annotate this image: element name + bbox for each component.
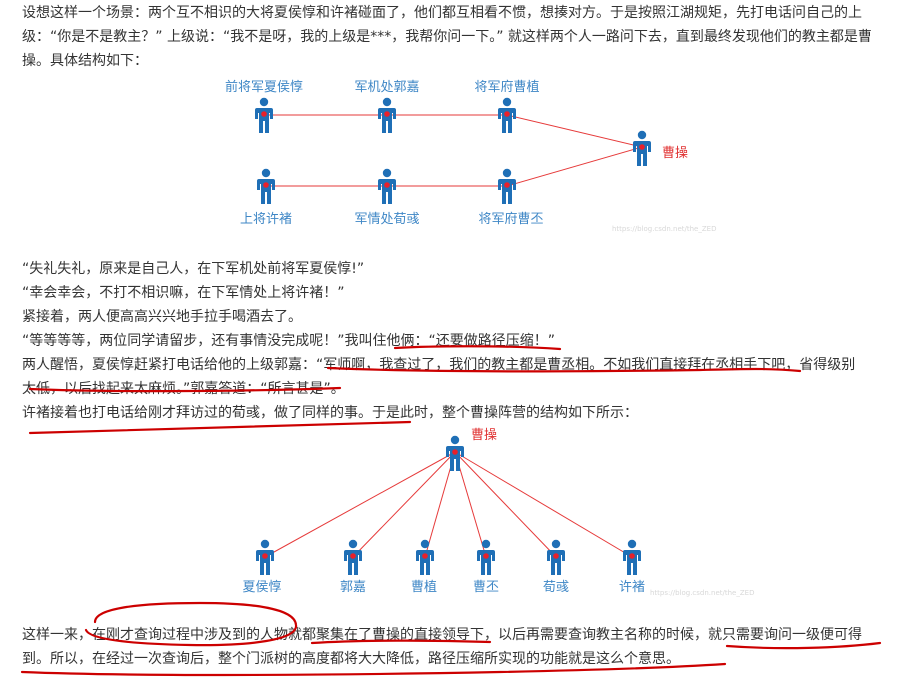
person-body — [416, 550, 434, 575]
edge-caopi-caocao — [506, 146, 643, 187]
person-head — [261, 168, 271, 178]
person-heart — [504, 182, 510, 188]
label-xuchu: 许褚 — [619, 580, 645, 595]
person-guojia-icon — [344, 539, 362, 575]
label-xunyu: 军情处荀彧 — [354, 212, 419, 227]
label-caocao-root: 曹操 — [471, 427, 497, 443]
person-head — [481, 539, 491, 549]
dialog-line-1: “失礼失礼，原来是自己人，在下军机处前将军夏侯惇!” — [22, 261, 365, 277]
person-caocao-icon — [633, 130, 651, 166]
person-body — [498, 108, 516, 133]
label-guojia: 郭嘉 — [340, 579, 366, 595]
dialog-line-5: 两人醒悟，夏侯惇赶紧打电话给他的上级郭嘉：“军师啊，我查过了，我们的教主都是曹丞… — [22, 357, 856, 373]
label-caopi: 将军府曹丕 — [478, 212, 543, 227]
dialog-line-3: 紧接着，两人便高高兴兴地手拉手喝酒去了。 — [22, 309, 302, 325]
dialog-line-7: 许褚接着也打电话给刚才拜访过的荀彧，做了同样的事。于是此时，整个曹操阵营的结构如… — [22, 405, 638, 421]
person-heart — [452, 449, 458, 455]
person-caopi-icon — [498, 168, 516, 204]
watermark: https://blog.csdn.net/the_ZED — [650, 589, 754, 597]
label-caocao: 曹操 — [662, 145, 688, 161]
person-body — [547, 550, 565, 575]
person-heart — [629, 553, 635, 559]
person-body — [378, 179, 396, 204]
person-head — [382, 97, 392, 107]
person-heart — [262, 553, 268, 559]
person-guojia-icon — [378, 97, 396, 133]
person-caozhi-icon — [498, 97, 516, 133]
diagram-original-structure: 前将军夏侯惇 军机处郭嘉 将军府曹植 上将许褚 军情处荀彧 将军府曹丕 曹操 h… — [225, 79, 716, 233]
edge-caocao-xuchu — [454, 451, 633, 558]
person-body — [378, 108, 396, 133]
person-body — [446, 446, 464, 471]
person-heart — [384, 111, 390, 117]
person-body — [255, 108, 273, 133]
person-heart — [263, 182, 269, 188]
person-heart — [422, 553, 428, 559]
person-head — [420, 539, 430, 549]
label-caopi: 曹丕 — [473, 580, 499, 595]
person-xunyu-icon — [547, 539, 565, 575]
dialog-line-2: “幸会幸会，不打不相识嘛，在下军情处上将许褚！” — [22, 285, 345, 301]
edge-caozhi-caocao — [506, 114, 643, 148]
person-xuchu-icon — [257, 168, 275, 204]
person-head — [502, 168, 512, 178]
conclusion-line-2: 到。所以，在经过一次查询后，整个门派树的高度都将大大降低，路径压缩所实现的功能就… — [22, 651, 680, 667]
dialog-line-4: “等等等等，两位同学请留步，还有事情没完成呢！”我叫住他俩：“还要做路径压缩！” — [22, 333, 556, 349]
person-heart — [384, 182, 390, 188]
label-guojia: 军机处郭嘉 — [354, 79, 419, 95]
person-body — [633, 141, 651, 166]
person-head — [637, 130, 647, 140]
label-xuchu: 上将许褚 — [240, 212, 292, 227]
dialog-line-6: 太低，以后找起来太麻烦。”郭嘉答道：“所言甚是”。 — [22, 381, 345, 397]
person-head — [382, 168, 392, 178]
person-head — [551, 539, 561, 549]
person-xuchu-icon — [623, 539, 641, 575]
watermark: https://blog.csdn.net/the_ZED — [612, 225, 716, 233]
edge-caocao-guojia — [352, 451, 456, 558]
person-heart — [350, 553, 356, 559]
person-xiahoudun-icon — [256, 539, 274, 575]
edge-caocao-caopi — [454, 451, 487, 558]
person-head — [348, 539, 358, 549]
label-caozhi: 将军府曹植 — [474, 80, 539, 95]
person-heart — [261, 111, 267, 117]
label-xiahoudun: 前将军夏侯惇 — [225, 79, 303, 95]
diagram-compressed-structure: 曹操 夏侯惇 郭嘉 曹植 曹丕 荀彧 许褚 https://blog.csdn.… — [242, 427, 754, 597]
person-head — [260, 539, 270, 549]
label-xiahoudun: 夏侯惇 — [242, 579, 281, 595]
edge-caocao-xiahoudun — [264, 451, 456, 558]
person-xunyu-icon — [378, 168, 396, 204]
person-body — [498, 179, 516, 204]
person-caocao-root-icon — [446, 435, 464, 471]
person-body — [257, 179, 275, 204]
person-heart — [504, 111, 510, 117]
edge-caocao-xunyu — [454, 451, 557, 558]
person-body — [256, 550, 274, 575]
person-caopi-icon — [477, 539, 495, 575]
person-head — [502, 97, 512, 107]
person-body — [344, 550, 362, 575]
person-head — [627, 539, 637, 549]
person-heart — [553, 553, 559, 559]
person-body — [623, 550, 641, 575]
person-xiahoudun-icon — [255, 97, 273, 133]
person-heart — [639, 144, 645, 150]
intro-paragraph: 设想这样一个场景：两个互不相识的大将夏侯惇和许褚碰面了，他们都互相看不惯，想揍对… — [22, 5, 872, 69]
person-head — [259, 97, 269, 107]
label-xunyu: 荀彧 — [543, 580, 569, 595]
person-caozhi-icon — [416, 539, 434, 575]
person-body — [477, 550, 495, 575]
person-head — [450, 435, 460, 445]
label-caozhi: 曹植 — [411, 580, 437, 595]
person-heart — [483, 553, 489, 559]
conclusion-line-1: 这样一来，在刚才查询过程中涉及到的人物就都聚集在了曹操的直接领导下，以后再需要查… — [22, 627, 862, 643]
